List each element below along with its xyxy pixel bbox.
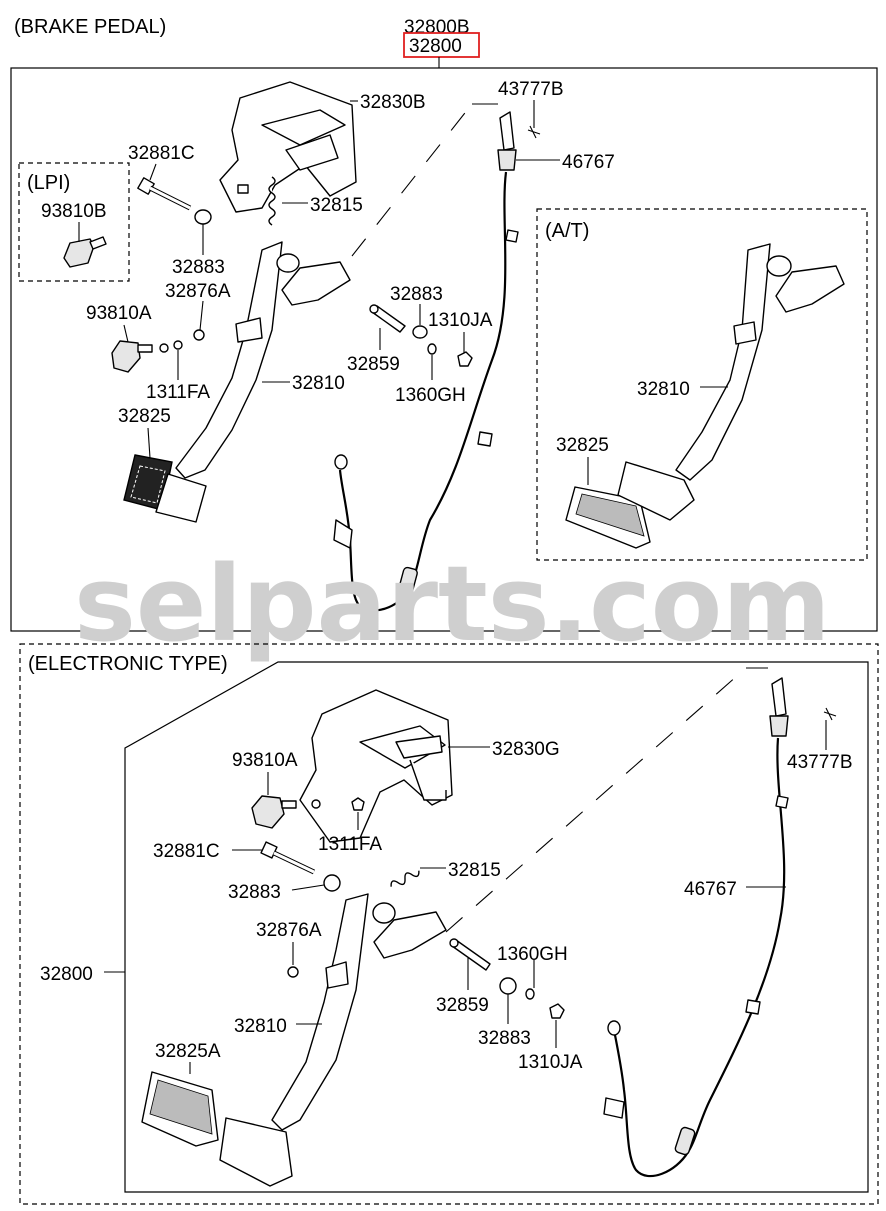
electronic-box xyxy=(19,643,879,1205)
part-label-32830B[interactable]: 32830B xyxy=(360,92,426,113)
assembly-guide-line xyxy=(351,103,473,257)
nut-1311FA-lower xyxy=(351,797,365,811)
bushing-32883-lower-b xyxy=(499,977,517,995)
pedal-pad-32825 xyxy=(123,454,207,523)
spring-32815 xyxy=(268,176,276,226)
part-label-1310JA[interactable]: 1310JA xyxy=(428,310,493,331)
washer-1360GH-lower xyxy=(525,988,535,1000)
part-label-32825[interactable]: 32825 xyxy=(118,406,171,427)
bolt-32881C-lower xyxy=(260,841,316,875)
brake-pedal-arm-32810-lower xyxy=(271,893,447,1131)
part-label-43777B[interactable]: 43777B xyxy=(498,79,564,100)
leader-93810A xyxy=(123,324,129,343)
part-label-32881C[interactable]: 32881C xyxy=(128,143,195,164)
part-label-32881C-lower[interactable]: 32881C xyxy=(153,841,220,862)
upper-section-frame xyxy=(10,67,878,632)
pin-32859-lower xyxy=(449,938,491,971)
part-label-32815[interactable]: 32815 xyxy=(310,195,363,216)
lpi-section-label: (LPI) xyxy=(27,172,70,194)
bushing-32883-b xyxy=(412,325,428,339)
electronic-inner-frame xyxy=(124,661,869,1193)
bolt-32881C xyxy=(137,177,192,211)
lpi-switch-93810B xyxy=(63,236,107,268)
part-label-1360GH-lower[interactable]: 1360GH xyxy=(497,944,568,965)
watermark: selparts.com xyxy=(74,543,831,665)
stop-lamp-switch-93810A xyxy=(111,340,183,373)
pedal-pad-32825A xyxy=(141,1071,293,1187)
at-pedal-arm-32810 xyxy=(675,243,845,481)
washer-1360GH xyxy=(427,343,437,355)
nut-1310JA xyxy=(457,351,473,367)
leader-32883-lower-a xyxy=(291,884,325,891)
part-label-32810-lower[interactable]: 32810 xyxy=(234,1016,287,1037)
part-label-32800B[interactable]: 32800B xyxy=(404,17,470,38)
pin-32859 xyxy=(369,304,406,333)
part-label-93810A-lower[interactable]: 93810A xyxy=(232,750,298,771)
leader-32825 xyxy=(147,427,151,459)
stopper-32876A xyxy=(193,329,205,341)
part-label-46767-lower[interactable]: 46767 xyxy=(684,879,737,900)
diagram-title: (BRAKE PEDAL) xyxy=(14,16,166,38)
part-label-32810[interactable]: 32810 xyxy=(292,373,345,394)
bushing-32883-lower-a xyxy=(323,874,341,892)
at-part-label-32810[interactable]: 32810 xyxy=(637,379,690,400)
selected-part-highlight xyxy=(403,32,480,58)
part-label-1310JA-lower[interactable]: 1310JA xyxy=(518,1052,583,1073)
part-label-32883-lower-a[interactable]: 32883 xyxy=(228,882,281,903)
spring-32815-lower xyxy=(390,870,420,887)
part-label-32876A-lower[interactable]: 32876A xyxy=(256,920,322,941)
part-label-32815-lower[interactable]: 32815 xyxy=(448,860,501,881)
stopper-32876A-lower xyxy=(287,966,299,978)
assembly-guide-line-lower xyxy=(445,667,747,933)
electronic-section-label: (ELECTRONIC TYPE) xyxy=(28,653,228,675)
part-label-32883-lower-b[interactable]: 32883 xyxy=(478,1028,531,1049)
part-label-32825A[interactable]: 32825A xyxy=(155,1041,221,1062)
part-label-93810A[interactable]: 93810A xyxy=(86,303,152,324)
bracket-32830B xyxy=(219,81,357,213)
cable-46767 xyxy=(333,111,519,612)
nut-1310JA-lower xyxy=(549,1003,565,1019)
at-section-label: (A/T) xyxy=(545,220,589,242)
part-label-32800-selected[interactable]: 32800 xyxy=(409,36,462,57)
part-label-32800-lower[interactable]: 32800 xyxy=(40,964,93,985)
bushing-32883-a xyxy=(194,209,212,225)
brake-pedal-arm-32810 xyxy=(175,241,351,479)
part-label-1360GH[interactable]: 1360GH xyxy=(395,385,466,406)
part-label-93810B[interactable]: 93810B xyxy=(41,201,107,222)
part-label-46767[interactable]: 46767 xyxy=(562,152,615,173)
part-label-32859[interactable]: 32859 xyxy=(347,354,400,375)
part-label-43777B-lower[interactable]: 43777B xyxy=(787,752,853,773)
part-label-32883-b[interactable]: 32883 xyxy=(390,284,443,305)
clip-43777B xyxy=(527,125,541,139)
part-label-1311FA-lower[interactable]: 1311FA xyxy=(318,834,382,855)
stop-lamp-switch-93810A-lower xyxy=(251,795,321,829)
clip-43777B-lower xyxy=(823,707,837,721)
part-label-32859-lower[interactable]: 32859 xyxy=(436,995,489,1016)
leader-32876A xyxy=(199,300,204,331)
leader-32881C xyxy=(149,163,157,181)
at-box xyxy=(536,208,868,561)
at-pedal-pad-32825 xyxy=(565,461,695,549)
cable-46767-lower xyxy=(603,677,789,1178)
part-label-1311FA[interactable]: 1311FA xyxy=(146,382,210,403)
bracket-32830G xyxy=(299,689,453,843)
part-label-32883-a[interactable]: 32883 xyxy=(172,257,225,278)
part-label-32876A[interactable]: 32876A xyxy=(165,281,231,302)
at-part-label-32825[interactable]: 32825 xyxy=(556,435,609,456)
part-label-32830G[interactable]: 32830G xyxy=(492,739,560,760)
lpi-box xyxy=(18,162,130,282)
